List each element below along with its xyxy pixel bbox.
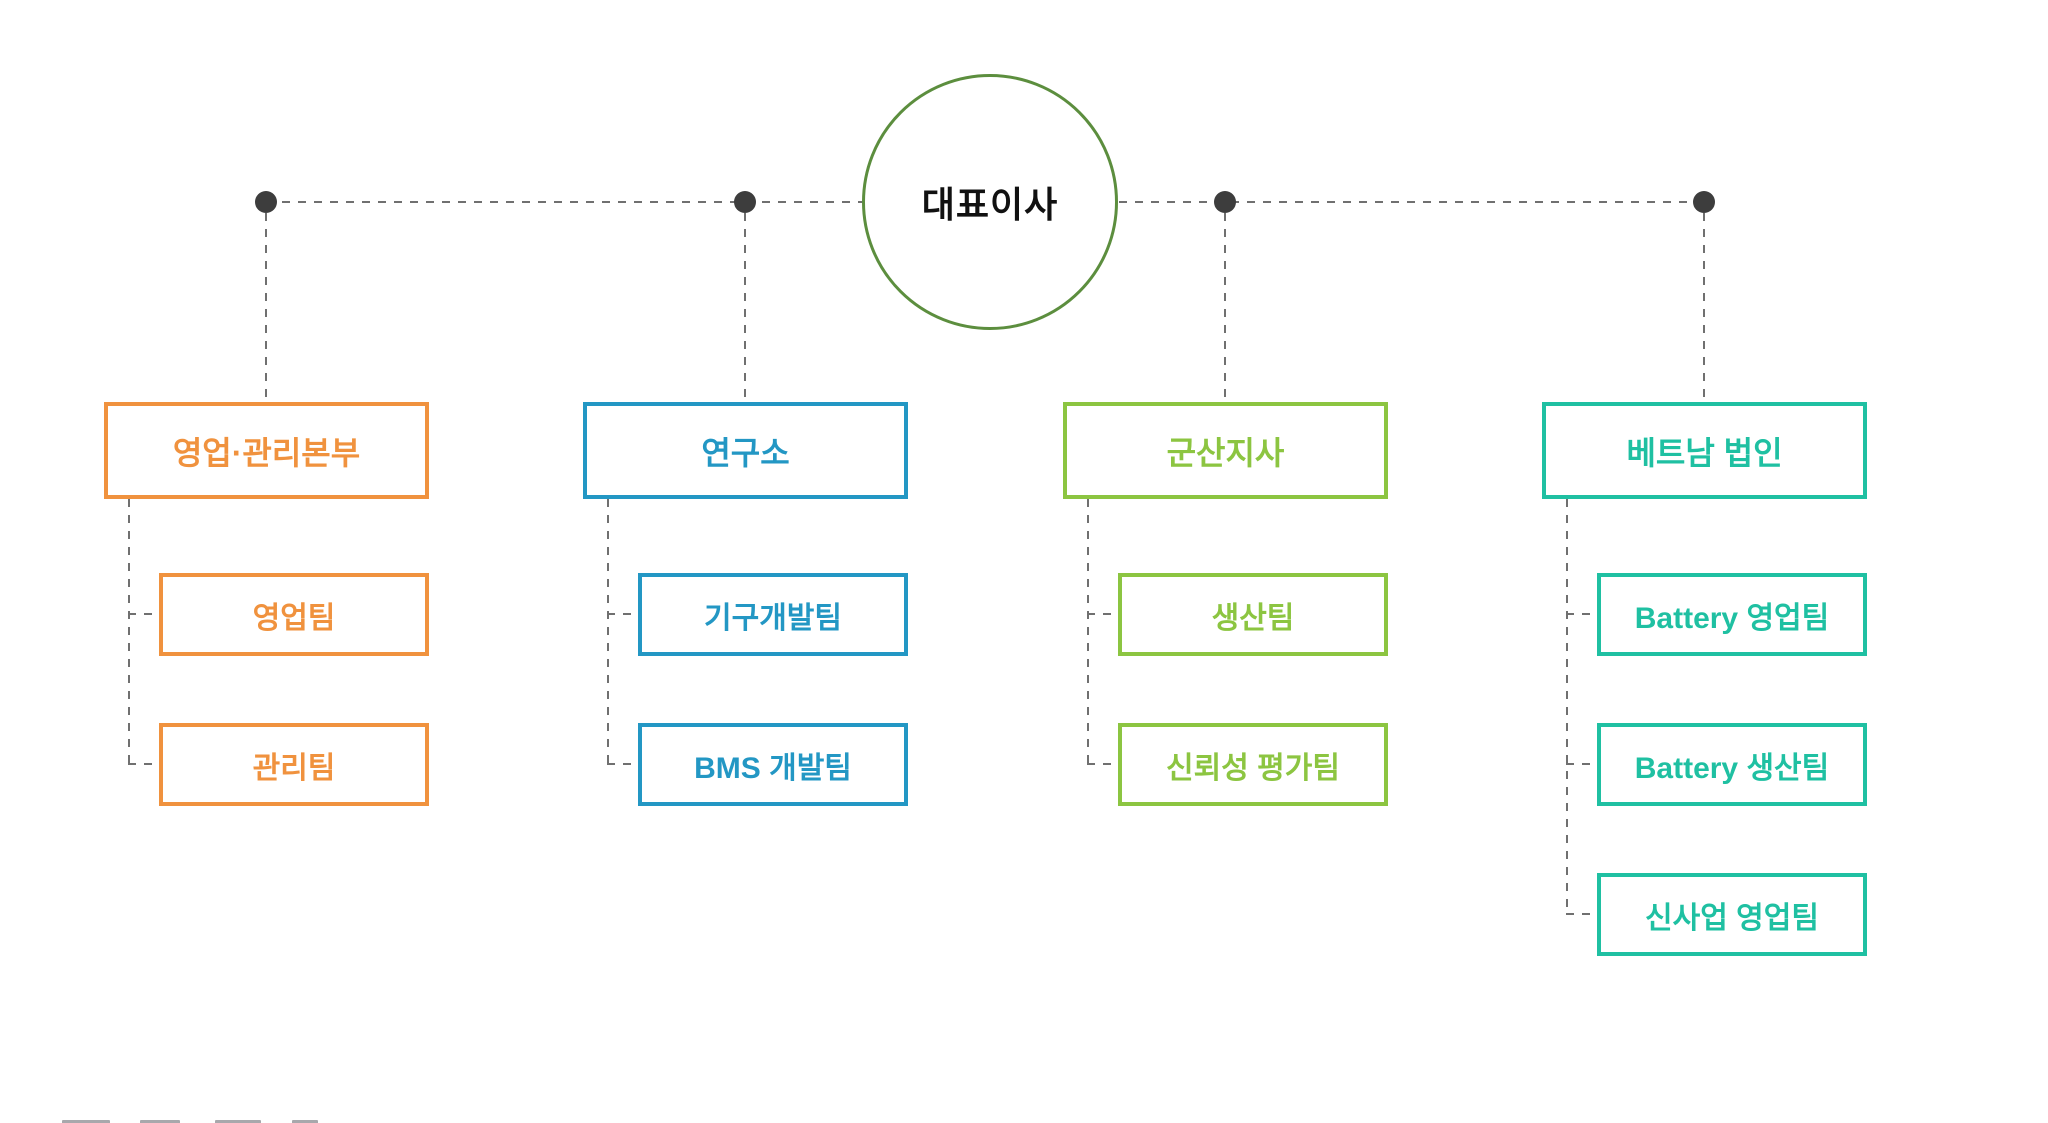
clipped-text-artifact <box>292 1120 318 1123</box>
team-box-battery-production: Battery 생산팀 <box>1597 723 1867 806</box>
connector-dot-drop <box>1224 213 1226 402</box>
clipped-text-artifact <box>140 1120 180 1123</box>
branch-vline <box>128 499 130 765</box>
branch-box-research-institute: 연구소 <box>583 402 908 499</box>
team-box-reliability-eval: 신뢰성 평가팀 <box>1118 723 1388 806</box>
connector-hline-left <box>266 201 862 203</box>
connector-hline-right <box>1119 201 1706 203</box>
branch-box-gunsan: 군산지사 <box>1063 402 1388 499</box>
branch-box-sales-admin-hq: 영업·관리본부 <box>104 402 429 499</box>
team-label: BMS 개발팀 <box>694 751 852 785</box>
branch-label: 영업·관리본부 <box>172 434 361 471</box>
team-box-bms-dev: BMS 개발팀 <box>638 723 908 806</box>
child-stub <box>1566 763 1597 765</box>
ceo-label: 대표이사 <box>921 184 1059 225</box>
connector-dot-drop <box>744 213 746 402</box>
branch-label: 군산지사 <box>1166 434 1285 471</box>
child-stub <box>607 763 638 765</box>
child-stub <box>1087 613 1118 615</box>
connector-dot <box>1693 191 1715 213</box>
team-label: Battery 영업팀 <box>1634 601 1830 635</box>
team-label: 기구개발팀 <box>704 601 842 635</box>
connector-dot <box>734 191 756 213</box>
team-label: 신사업 영업팀 <box>1645 901 1819 935</box>
child-stub <box>1566 913 1597 915</box>
branch-label: 베트남 법인 <box>1626 434 1783 471</box>
branch-vline <box>1087 499 1089 765</box>
branch-vline <box>1566 499 1568 915</box>
connector-dot <box>1214 191 1236 213</box>
connector-dot <box>255 191 277 213</box>
team-label: Battery 생산팀 <box>1634 751 1830 785</box>
ceo-node: 대표이사 <box>862 74 1118 330</box>
team-box-production: 생산팀 <box>1118 573 1388 656</box>
team-box-new-business-sales: 신사업 영업팀 <box>1597 873 1867 956</box>
team-box-mechanism-dev: 기구개발팀 <box>638 573 908 656</box>
clipped-text-artifact <box>215 1120 261 1123</box>
team-label: 생산팀 <box>1211 601 1295 635</box>
connector-dot-drop <box>265 213 267 402</box>
branch-box-vietnam: 베트남 법인 <box>1542 402 1867 499</box>
team-box-admin: 관리팀 <box>159 723 429 806</box>
team-label: 영업팀 <box>252 601 336 635</box>
branch-label: 연구소 <box>701 434 790 471</box>
team-label: 신뢰성 평가팀 <box>1166 751 1340 785</box>
child-stub <box>128 763 159 765</box>
child-stub <box>1087 763 1118 765</box>
clipped-text-artifact <box>62 1120 110 1123</box>
team-box-battery-sales: Battery 영업팀 <box>1597 573 1867 656</box>
branch-vline <box>607 499 609 765</box>
child-stub <box>607 613 638 615</box>
team-label: 관리팀 <box>252 751 336 785</box>
child-stub <box>1566 613 1597 615</box>
child-stub <box>128 613 159 615</box>
connector-dot-drop <box>1703 213 1705 402</box>
team-box-sales: 영업팀 <box>159 573 429 656</box>
